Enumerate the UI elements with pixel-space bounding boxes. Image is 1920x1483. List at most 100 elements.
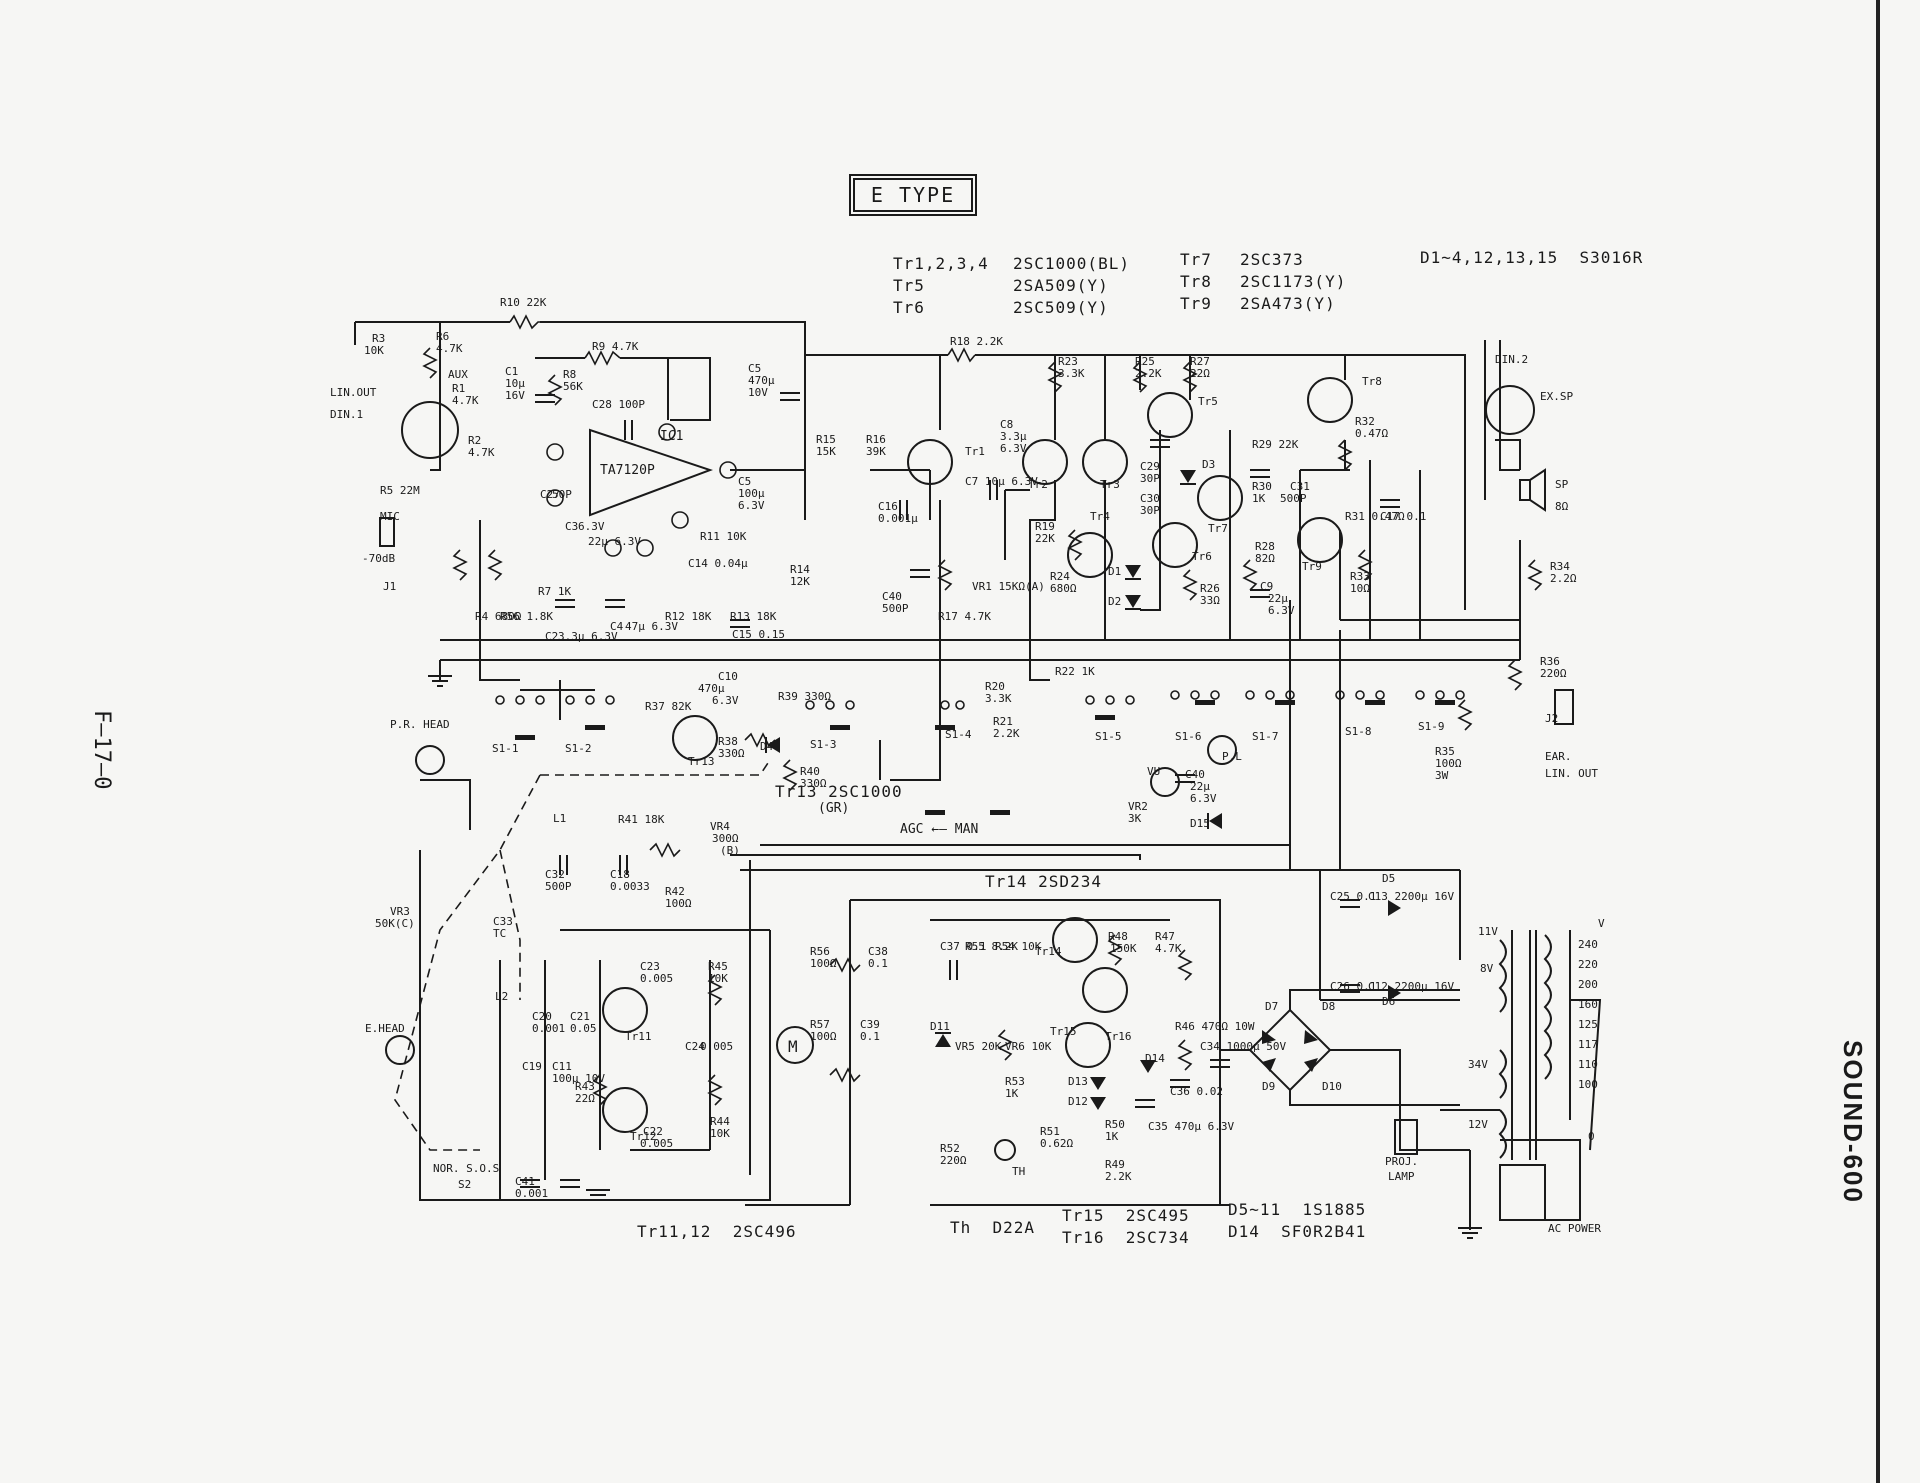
component-label-r38v: 330Ω [718, 747, 745, 760]
component-label-s14: S1-4 [945, 728, 972, 741]
component-label-c1v2: 16V [505, 389, 525, 402]
component-label-r16v: 39K [866, 445, 886, 458]
component-label-c9v2: 6.3V [1268, 604, 1295, 617]
component-label-r46: R46 470Ω 10W [1175, 1020, 1255, 1033]
component-label-tr6: Tr6 [1192, 550, 1212, 563]
component-label-tr9: Tr9 [1302, 560, 1322, 573]
component-label-r19: R19 [1035, 520, 1055, 533]
component-label-v125: 125 [1578, 1018, 1598, 1031]
component-label-c12: C12 2200μ 16V [1368, 980, 1454, 993]
component-label-lamp: LAMP [1388, 1170, 1415, 1183]
component-label-aux: AUX [448, 368, 468, 381]
parts-list-tr-col4-row2: 2SC1173(Y) [1240, 272, 1347, 291]
component-label-r23v: 3.3K [1058, 367, 1085, 380]
component-label-c1: C1 [505, 365, 518, 378]
note-tr15: Tr15 2SC495 [1062, 1206, 1190, 1225]
parts-list-tr-col3-row1: Tr7 [1180, 250, 1212, 269]
component-label-c16v: 0.001μ [878, 512, 918, 525]
component-label-vr2v: 3K [1128, 812, 1142, 825]
component-label-v34: 34V [1468, 1058, 1488, 1071]
component-label-r27v: 22Ω [1190, 367, 1210, 380]
component-label-d9: D9 [1262, 1080, 1275, 1093]
component-label-c40: C40 [882, 590, 902, 603]
component-label-c19: C19 [522, 1060, 542, 1073]
component-label-d11: D11 [930, 1020, 950, 1033]
label-agc-man: AGC ←— MAN [900, 822, 978, 837]
wiring [354, 321, 1602, 1230]
component-label-r54: R54 10K [995, 940, 1042, 953]
component-label-c16: C16 [878, 500, 898, 513]
parts-list-tr-col2-row3: 2SC509(Y) [1013, 298, 1109, 317]
component-label-tr15lbl: Tr15 [1050, 1025, 1077, 1038]
component-label-r56bv: 100Ω [810, 957, 837, 970]
component-label-r48v: 150K [1110, 942, 1137, 955]
component-label-vr2: VR2 [1128, 800, 1148, 813]
component-label-d2: D2 [1108, 595, 1121, 608]
component-label-c27v: 50P [552, 488, 572, 501]
component-label-r30: R30 [1252, 480, 1272, 493]
component-label-r24: R24 [1050, 570, 1070, 583]
component-label-j1: J1 [383, 580, 396, 593]
component-label-r40v: 330Ω [800, 777, 827, 790]
component-label-r15: R15 [816, 433, 836, 446]
component-label-c5bv2: 6.3V [738, 499, 765, 512]
component-label-r52v: 220Ω [940, 1154, 967, 1167]
component-label-c22v: 0.005 [640, 1137, 673, 1150]
component-label-c23: C23 [640, 960, 660, 973]
component-label-r7: R7 1K [538, 585, 571, 598]
component-label-r14: R14 [790, 563, 810, 576]
component-label-c1v: 10μ [505, 377, 525, 390]
component-label-r1: R1 [452, 382, 465, 395]
component-label-r43: R43 [575, 1080, 595, 1093]
component-label-v220: 220 [1578, 958, 1598, 971]
component-label-c10v2: 6.3V [712, 694, 739, 707]
component-label-r33v: 10Ω [1350, 582, 1370, 595]
component-label-r23: R23 [1058, 355, 1078, 368]
component-label-sp: SP [1555, 478, 1569, 491]
component-label-c5: C5 [748, 362, 761, 375]
connectors [379, 385, 1574, 1221]
component-label-c27: C27 [540, 488, 560, 501]
component-label-r38: R38 [718, 735, 738, 748]
component-label-c11v: 100μ 10V [552, 1072, 605, 1085]
component-label-r57v: 100Ω [810, 1030, 837, 1043]
component-label-vr3v: 50K(C) [375, 917, 415, 930]
component-label-r2v: 4.7K [468, 446, 495, 459]
page-code: F—17—0 [89, 710, 114, 790]
component-label-r56: R56 1.8K [500, 610, 553, 623]
component-label-s17: S1-7 [1252, 730, 1279, 743]
component-label-d12: D12 [1068, 1095, 1088, 1108]
component-label-tr12: Tr12 [630, 1130, 657, 1143]
component-label-r30v: 1K [1252, 492, 1266, 505]
component-label-v100: 100 [1578, 1078, 1598, 1091]
component-label-r26v: 33Ω [1200, 594, 1220, 607]
component-label-r12: R12 18K [665, 610, 712, 623]
component-label-d4: D4 [760, 740, 774, 753]
grounds [428, 675, 1482, 1239]
component-label-d3: D3 [1202, 458, 1215, 471]
component-label-v11: 11V [1478, 925, 1498, 938]
component-label-r41: R41 18K [618, 813, 665, 826]
component-label-c9v: 22μ [1268, 592, 1288, 605]
component-label-c7: C7 10μ 6.3V [965, 475, 1038, 488]
dashed-shielding [394, 759, 771, 1151]
component-label-tr8: Tr8 [1362, 375, 1382, 388]
component-label-tr2: Tr2 [1028, 478, 1048, 491]
component-label-d13: D13 [1068, 1075, 1088, 1088]
component-label-r25: R25 [1135, 355, 1155, 368]
component-label-acpower: AC POWER [1548, 1222, 1601, 1235]
component-label-vr1: VR1 15KΩ(A) [972, 580, 1045, 593]
component-label-v0: 0 [1588, 1130, 1595, 1143]
component-label-vr3: VR3 [390, 905, 410, 918]
component-label-r51: R51 [1040, 1125, 1060, 1138]
component-label-r21: R21 [993, 715, 1013, 728]
component-label-c3: C3 [565, 520, 578, 533]
component-label-c15: C15 0.15 [732, 628, 785, 641]
component-label-c2: C2 [545, 630, 558, 643]
component-label-c3v: 6.3V [578, 520, 605, 533]
component-label-s12: S1-2 [565, 742, 592, 755]
component-label-s11: S1-1 [492, 742, 519, 755]
component-label-c30v: 30P [1140, 504, 1160, 517]
parts-list-tr-col4-row1: 2SC373 [1240, 250, 1304, 269]
